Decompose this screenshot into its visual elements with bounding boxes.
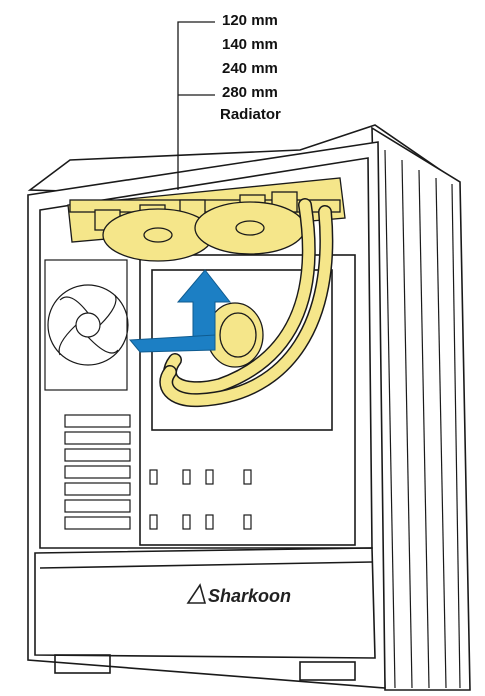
size-callout-bracket bbox=[177, 21, 215, 190]
brand-logo-text: Sharkoon bbox=[208, 586, 292, 606]
radiator-label: Radiator bbox=[220, 106, 281, 123]
airflow-arrow-icon bbox=[128, 269, 232, 353]
radiator bbox=[67, 177, 346, 262]
size-label-120: 120 mm bbox=[222, 12, 278, 29]
expansion-slots bbox=[64, 414, 131, 530]
sharkoon-logo-icon bbox=[186, 583, 207, 604]
size-label-140: 140 mm bbox=[222, 36, 278, 53]
pump-block bbox=[206, 302, 264, 368]
cooling-tubes bbox=[159, 198, 334, 408]
size-label-240: 240 mm bbox=[222, 60, 278, 77]
cable-ties bbox=[149, 469, 252, 530]
size-label-280: 280 mm bbox=[222, 84, 278, 101]
front-slats bbox=[384, 149, 461, 689]
rear-fan bbox=[44, 259, 129, 391]
